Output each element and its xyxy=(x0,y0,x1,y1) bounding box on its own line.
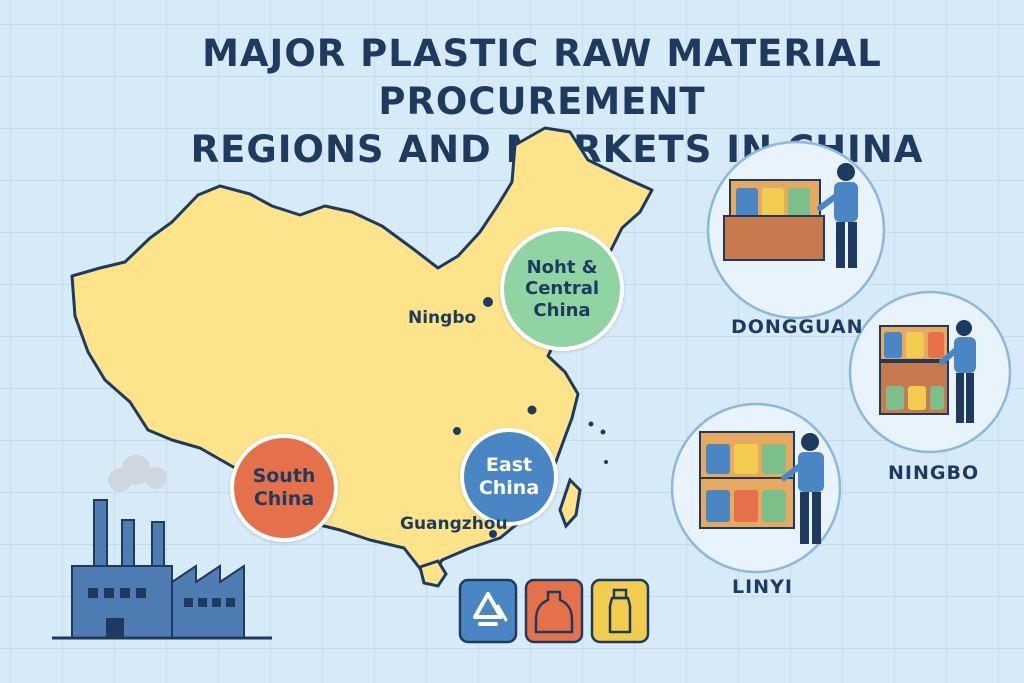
market-label-dongguan: DONGGUAN xyxy=(731,316,864,338)
hainan-island xyxy=(418,559,448,588)
region-label-line: China xyxy=(253,488,315,510)
island-dot xyxy=(604,460,608,464)
city-label-guangzhou: Guangzhou xyxy=(400,514,508,534)
region-label-line: China xyxy=(533,299,591,321)
market-scene-linyi xyxy=(670,402,842,574)
plastic-bottle-icon xyxy=(590,578,650,644)
taiwan-island xyxy=(558,477,582,529)
region-label-line: Noht & xyxy=(526,256,598,278)
city-dot-guangzhou xyxy=(489,530,497,538)
title-line-1: MAJOR PLASTIC RAW MATERIAL PROCUREMENT xyxy=(202,32,882,123)
city-dot-ningbo xyxy=(483,297,493,307)
region-label-line: East xyxy=(485,454,533,477)
region-north-central-china: Noht & Central China xyxy=(500,227,624,351)
market-scene-dongguan xyxy=(706,140,886,320)
island-dot xyxy=(588,421,594,427)
region-east-china: East China xyxy=(460,428,558,526)
market-label-linyi: LINYI xyxy=(732,576,793,598)
island-dot xyxy=(600,429,606,435)
region-south-china: South China xyxy=(230,434,338,542)
plastic-jug-icon xyxy=(524,578,584,644)
market-label-ningbo: NINGBO xyxy=(888,462,980,484)
market-scene-ningbo xyxy=(848,290,1012,454)
city-label-ningbo: Ningbo xyxy=(408,308,477,328)
region-label-line: China xyxy=(478,477,540,499)
region-label-line: South xyxy=(252,465,316,488)
factory-illustration xyxy=(52,455,272,640)
city-dot xyxy=(527,405,537,415)
region-label-line: Central xyxy=(524,278,600,300)
recycle-icon xyxy=(458,578,518,644)
city-dot xyxy=(453,427,461,435)
